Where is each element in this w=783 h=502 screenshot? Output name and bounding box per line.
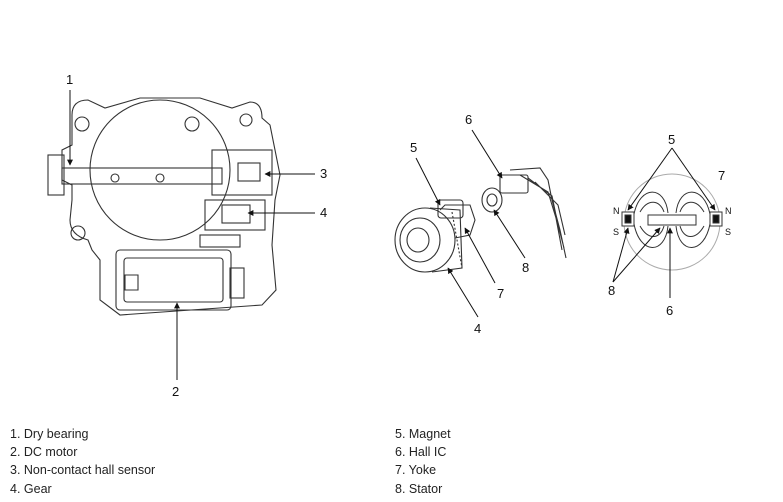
hall-ic-part xyxy=(499,174,529,194)
magnet-part xyxy=(437,199,464,219)
sensor-housing xyxy=(211,149,273,196)
legend-item: 7. Yoke xyxy=(395,463,437,478)
sensor-leads xyxy=(509,167,567,259)
callout-4: 4 xyxy=(320,205,327,220)
legend-item: 5. Magnet xyxy=(395,427,451,441)
legend-left: 1. Dry bearing 2. DC motor 3. Non-contac… xyxy=(10,425,155,498)
magnetic-field-drawing xyxy=(621,173,723,271)
callout-2: 2 xyxy=(172,384,179,399)
callout-8-right: 8 xyxy=(608,283,615,298)
callout-7-right: 7 xyxy=(718,168,725,183)
callout-3: 3 xyxy=(320,166,327,181)
right-leader-lines xyxy=(612,147,716,298)
shaft-end-bearing xyxy=(47,154,65,196)
flux-lines xyxy=(633,191,711,248)
legend-item: 1. Dry bearing xyxy=(10,427,89,441)
hall-ic-center xyxy=(647,214,697,226)
legend-item: 2. DC motor xyxy=(10,445,78,460)
pole-n-left: N xyxy=(613,206,620,216)
throttle-bore xyxy=(89,99,231,241)
pole-n-right: N xyxy=(725,206,732,216)
throttle-body-drawing xyxy=(47,97,281,316)
throttle-body-housing xyxy=(61,97,281,316)
callout-8-mid: 8 xyxy=(522,260,529,275)
callout-1: 1 xyxy=(66,72,73,87)
exploded-sensor-drawing xyxy=(394,167,567,273)
callout-7-mid: 7 xyxy=(497,286,504,301)
callout-4-mid: 4 xyxy=(474,321,481,336)
pole-s-right: S xyxy=(725,227,731,237)
legend-item: 8. Stator xyxy=(395,481,443,496)
gear-wheel xyxy=(394,207,456,273)
left-leader-lines xyxy=(67,90,315,380)
legend-item: 3. Non-contact hall sensor xyxy=(10,463,156,478)
diagram-figure: 1 3 4 2 5 6 8 7 4 xyxy=(47,72,732,399)
legend-item: 6. Hall IC xyxy=(395,445,447,460)
callout-6-mid: 6 xyxy=(465,112,472,127)
callout-6-right: 6 xyxy=(666,303,673,318)
dc-motor-body xyxy=(115,249,232,311)
throttle-shaft xyxy=(61,167,223,185)
callout-5-right: 5 xyxy=(668,132,675,147)
stator-part xyxy=(481,187,503,213)
legend-item: 4. Gear xyxy=(10,481,52,496)
middle-leader-lines xyxy=(415,129,526,318)
callout-5-mid: 5 xyxy=(410,140,417,155)
legend-right: 5. Magnet 6. Hall IC 7. Yoke 8. Stator xyxy=(395,425,451,498)
pole-s-left: S xyxy=(613,227,619,237)
